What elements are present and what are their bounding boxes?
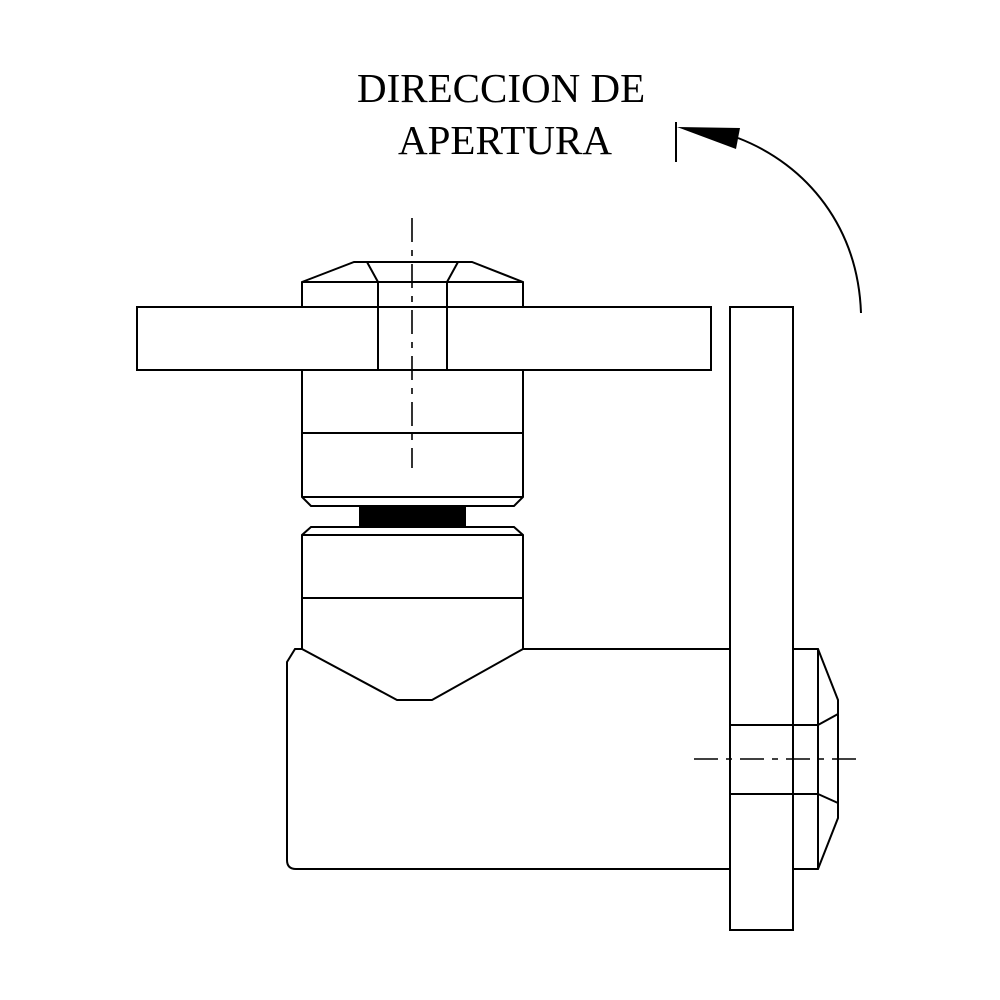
arrow-arc <box>737 137 862 314</box>
label-line-2: APERTURA <box>398 117 612 163</box>
opening-direction-arrow <box>675 122 862 314</box>
bonnet-upper <box>301 369 524 507</box>
packing-seal <box>359 506 466 527</box>
bonnet-lower <box>301 526 524 649</box>
arrow-head-icon <box>677 127 740 149</box>
valve-body <box>286 648 730 870</box>
handle-bar-right <box>523 306 712 371</box>
handle-bar-left <box>136 306 302 371</box>
label-line-1: DIRECCION DE <box>357 65 646 111</box>
mounting-plate <box>729 306 818 931</box>
